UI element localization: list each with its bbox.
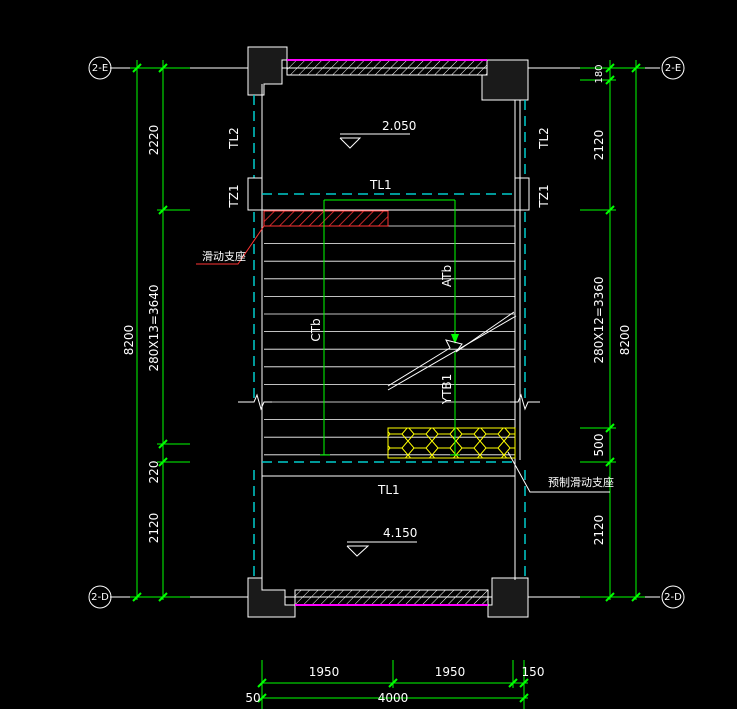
dim-bottom-left: 1950 bbox=[309, 665, 340, 679]
bottom-dimensions: 1950 1950 150 50 4000 bbox=[245, 660, 544, 709]
dim-left-lower: 2120 bbox=[147, 513, 161, 544]
axis-bubble-top-right: 2-E bbox=[661, 56, 685, 80]
dim-bottom-total: 4000 bbox=[378, 691, 409, 705]
elevation-label: 4.150 bbox=[383, 526, 417, 540]
label-tz1-left: TZ1 bbox=[227, 184, 241, 208]
label-tl2-left: TL2 bbox=[227, 127, 241, 150]
note-text: 预制滑动支座 bbox=[548, 475, 614, 489]
axis-bubble-bottom-right: 2-D bbox=[661, 585, 685, 609]
label-tl2-right: TL2 bbox=[537, 127, 551, 150]
lower-landing-elevation: 4.150 bbox=[346, 526, 417, 557]
axis-bubble-bottom-left: 2-D bbox=[88, 585, 112, 609]
dim-right-flight: 280X12=3360 bbox=[592, 277, 606, 364]
flight-lines bbox=[320, 199, 460, 456]
walls bbox=[247, 46, 529, 618]
label-tz1-right: TZ1 bbox=[537, 184, 551, 208]
dim-left-total: 8200 bbox=[122, 325, 136, 356]
member-labels: TL1 TL1 TL2 TL2 TZ1 TZ1 CTb ATb YTB1 bbox=[227, 127, 551, 497]
note-text: 滑动支座 bbox=[202, 249, 246, 263]
dim-bottom-edge-right: 150 bbox=[522, 665, 545, 679]
upper-landing-elevation: 2.050 bbox=[339, 119, 416, 149]
right-dimensions: 180 2120 280X12=3360 8200 500 2120 bbox=[580, 60, 645, 602]
axis-label: 2-E bbox=[92, 63, 108, 74]
dim-right-gap: 500 bbox=[592, 434, 606, 457]
precast-bearing-hatch bbox=[387, 427, 516, 459]
axis-bubble-top-left: 2-E bbox=[88, 56, 112, 80]
wall-break-marks bbox=[238, 393, 540, 411]
note-precast-bearing: 预制滑动支座 bbox=[507, 451, 614, 493]
label-flight-atb: ATb bbox=[440, 265, 454, 287]
dim-left-upper: 2220 bbox=[147, 125, 161, 156]
left-dimensions: 8200 2220 280X13=3640 220 2120 bbox=[122, 60, 190, 602]
elevation-label: 2.050 bbox=[382, 119, 416, 133]
dim-right-total: 8200 bbox=[618, 325, 632, 356]
dim-bottom-edge-left: 50 bbox=[245, 691, 260, 705]
label-flight-ytb: YTB1 bbox=[440, 374, 454, 406]
note-slide-bearing: 滑动支座 bbox=[196, 225, 265, 265]
label-tl1-top: TL1 bbox=[369, 178, 392, 192]
label-flight-ctb: CTb bbox=[309, 318, 323, 341]
axis-label: 2-D bbox=[91, 592, 109, 603]
tl1-beams bbox=[262, 193, 515, 477]
dim-right-upper: 2120 bbox=[592, 130, 606, 161]
label-tl1-bottom: TL1 bbox=[377, 483, 400, 497]
break-line bbox=[387, 311, 517, 391]
stair-treads bbox=[264, 225, 515, 456]
dim-right-lower: 2120 bbox=[592, 515, 606, 546]
dim-right-top: 180 bbox=[594, 64, 605, 83]
dim-left-gap: 220 bbox=[147, 461, 161, 484]
slide-bearing-hatch bbox=[263, 210, 389, 227]
axis-lines bbox=[110, 67, 660, 598]
axis-label: 2-D bbox=[664, 592, 682, 603]
dim-bottom-right: 1950 bbox=[435, 665, 466, 679]
axis-label: 2-E bbox=[665, 63, 681, 74]
dim-left-flight: 280X13=3640 bbox=[147, 285, 161, 372]
